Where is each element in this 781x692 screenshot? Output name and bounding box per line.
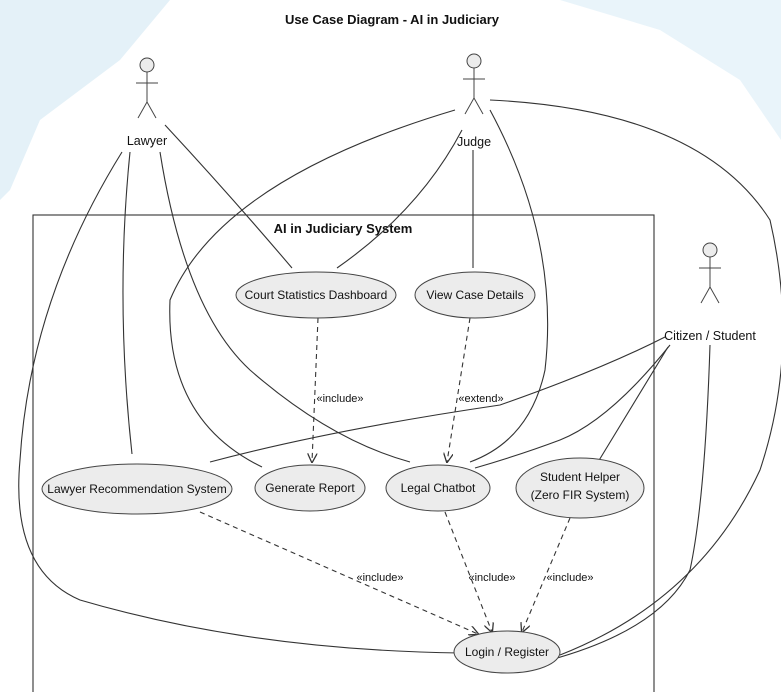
edge-judge-login <box>489 99 781 656</box>
system-boundary <box>32 214 655 692</box>
dep-chatbot-login <box>444 511 492 632</box>
actor-lawyer-label: Lawyer <box>127 134 167 148</box>
label-include-rec-login: «include» <box>356 572 403 584</box>
use-case-student-helper-label-2: (Zero FIR System) <box>531 488 630 502</box>
actor-citizen-stick-figure-icon <box>699 242 721 304</box>
label-include-helper-login: «include» <box>546 572 593 584</box>
actor-judge[interactable]: Judge <box>457 53 491 149</box>
actor-citizen[interactable]: Citizen / Student <box>664 242 756 343</box>
edge-citizen-lawyer-rec <box>209 336 666 463</box>
use-case-login-label: Login / Register <box>465 645 549 659</box>
label-include-court-report: «include» <box>316 393 363 405</box>
use-case-view-case[interactable]: View Case Details <box>414 271 536 319</box>
use-case-gen-report[interactable]: Generate Report <box>254 464 366 512</box>
edge-lawyer-court-stats <box>164 124 293 269</box>
use-case-login[interactable]: Login / Register <box>453 630 561 674</box>
use-case-court-stats-label: Court Statistics Dashboard <box>245 288 388 302</box>
associations <box>18 99 781 661</box>
system-name: AI in Judiciary System <box>274 221 413 236</box>
edge-lawyer-lawyer-rec <box>122 151 133 455</box>
use-case-gen-report-label: Generate Report <box>265 481 355 495</box>
edge-citizen-student-helper <box>597 346 669 463</box>
use-case-legal-chatbot[interactable]: Legal Chatbot <box>385 464 491 512</box>
diagram-title: Use Case Diagram - AI in Judiciary <box>285 12 500 27</box>
actor-judge-label: Judge <box>457 135 491 149</box>
dep-helper-login <box>522 517 571 632</box>
use-case-student-helper-label-1: Student Helper <box>540 470 620 484</box>
label-extend-case-chatbot: «extend» <box>458 393 503 405</box>
use-case-student-helper[interactable]: Student Helper (Zero FIR System) <box>515 457 645 519</box>
edge-citizen-login <box>549 344 711 661</box>
use-case-court-stats[interactable]: Court Statistics Dashboard <box>235 271 397 319</box>
use-case-lawyer-rec-label: Lawyer Recommendation System <box>47 482 226 496</box>
edge-judge-legal-chatbot <box>469 109 549 463</box>
dep-lawyer-rec-login <box>199 511 478 634</box>
edge-judge-court-stats <box>336 129 463 269</box>
use-case-view-case-label: View Case Details <box>426 288 523 302</box>
label-include-chatbot-login: «include» <box>468 572 515 584</box>
edge-lawyer-login <box>18 151 461 654</box>
edge-lawyer-legal-chatbot <box>159 151 411 463</box>
dep-court-stats-gen-report <box>312 317 319 462</box>
use-case-legal-chatbot-label: Legal Chatbot <box>401 481 476 495</box>
dependencies: «include» «extend» «include» «include» «… <box>199 317 594 634</box>
edge-judge-gen-report <box>169 109 456 468</box>
actor-lawyer[interactable]: Lawyer <box>127 57 167 148</box>
dep-view-case-legal-chatbot <box>447 317 471 462</box>
use-case-lawyer-rec[interactable]: Lawyer Recommendation System <box>41 463 233 515</box>
actor-lawyer-stick-figure-icon <box>136 57 158 119</box>
edge-citizen-legal-chatbot <box>474 344 671 469</box>
actor-judge-stick-figure-icon <box>463 53 485 115</box>
actor-citizen-label: Citizen / Student <box>664 329 756 343</box>
